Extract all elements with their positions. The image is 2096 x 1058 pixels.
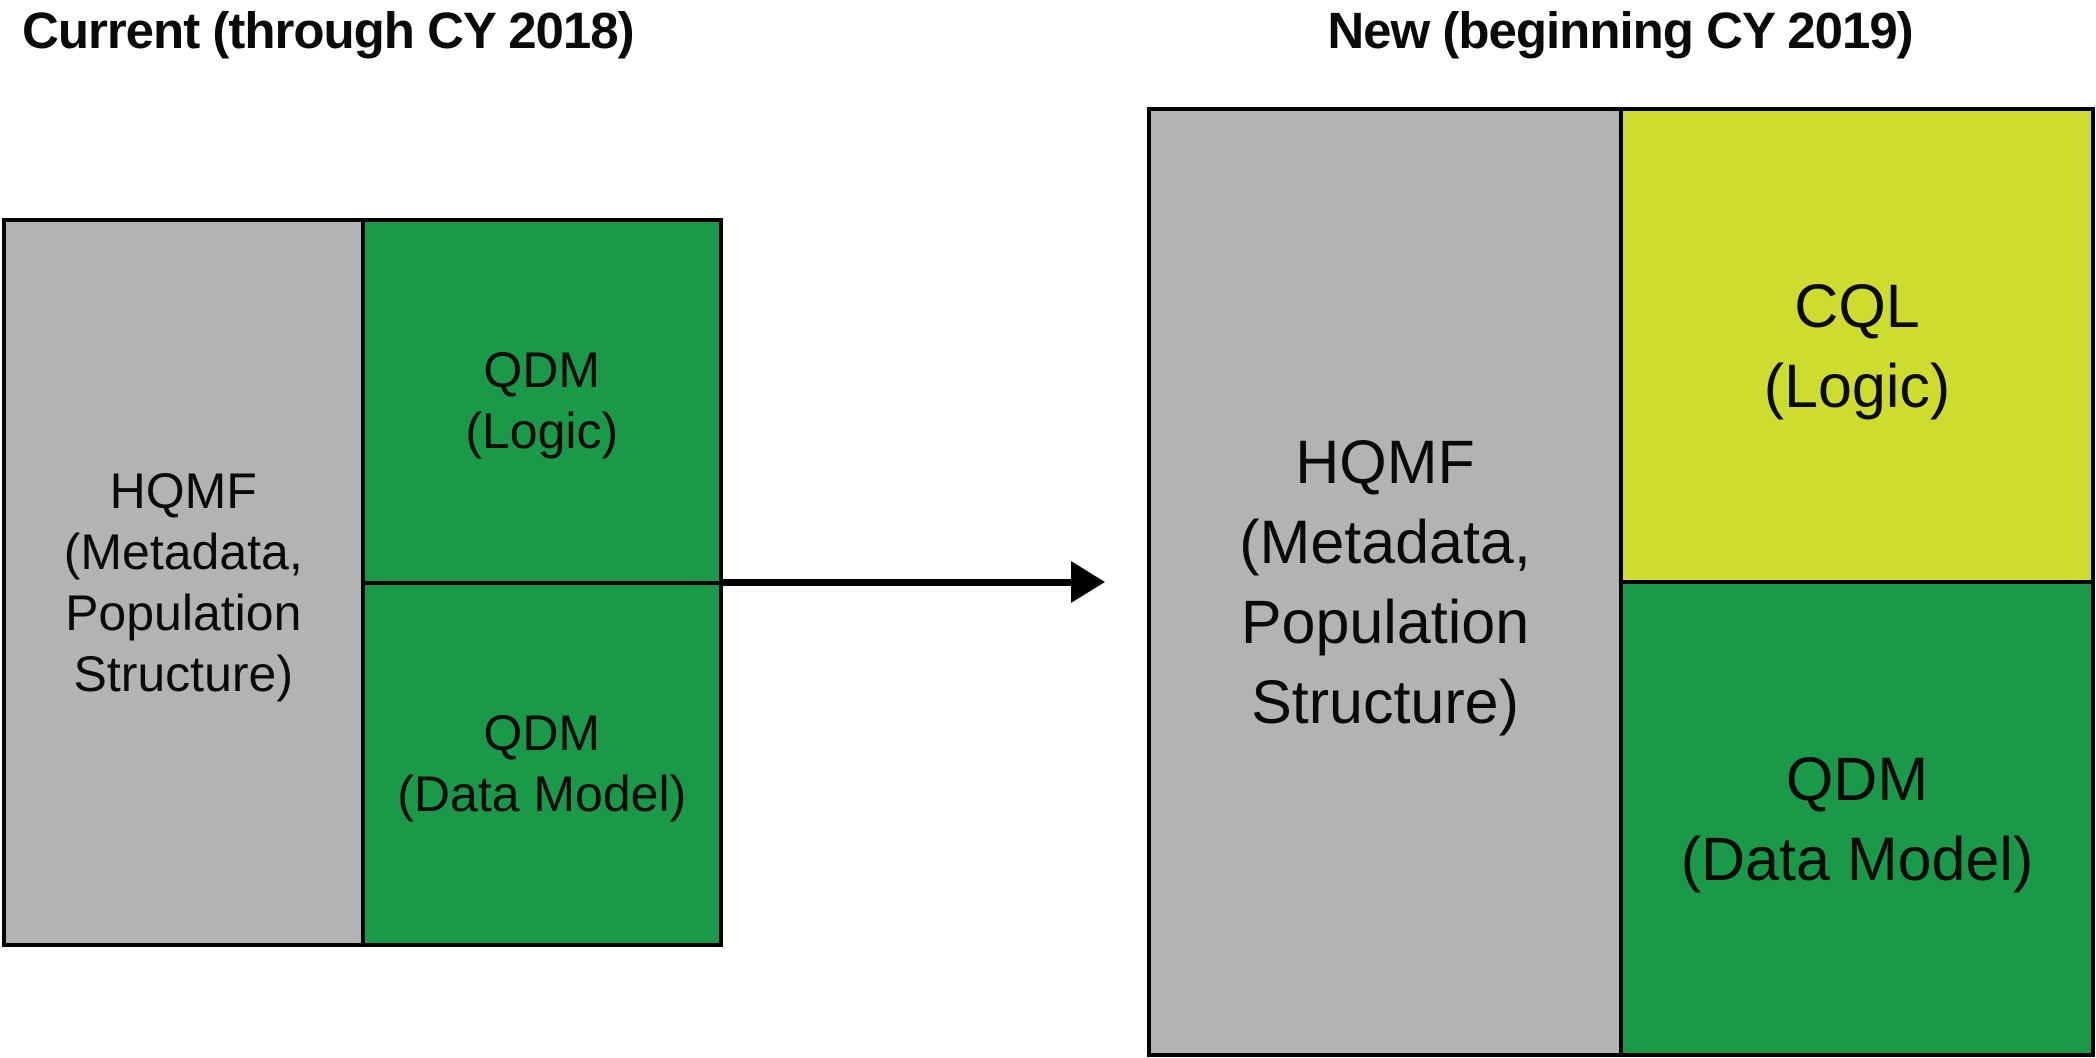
- new-title: New (beginning CY 2019): [1327, 2, 1913, 59]
- arrow-head: [1071, 561, 1105, 603]
- new-cql-logic-label: CQL (Logic): [1763, 271, 1951, 420]
- current-qdm-data-model-box: QDM (Data Model): [364, 584, 719, 943]
- current-qdm-logic-label: QDM (Logic): [465, 342, 619, 460]
- current-hqmf-box: HQMF (Metadata, Population Structure): [6, 222, 361, 943]
- current-qdm-data-model-label: QDM (Data Model): [397, 704, 687, 822]
- current-hqmf-label: HQMF (Metadata, Population Structure): [63, 462, 303, 702]
- arrow-line: [723, 579, 1075, 586]
- new-qdm-data-model-label: QDM (Data Model): [1680, 744, 2034, 893]
- new-cql-logic-box: CQL (Logic): [1623, 111, 2091, 580]
- new-hqmf-box: HQMF (Metadata, Population Structure): [1151, 111, 1619, 1053]
- new-hqmf-label: HQMF (Metadata, Population Structure): [1239, 428, 1531, 736]
- new-qdm-data-model-box: QDM (Data Model): [1623, 584, 2091, 1053]
- right-arrow-icon: [723, 561, 1105, 603]
- current-title: Current (through CY 2018): [22, 2, 635, 59]
- current-qdm-logic-box: QDM (Logic): [364, 222, 719, 581]
- current-diagram: HQMF (Metadata, Population Structure) QD…: [2, 218, 723, 947]
- new-diagram: HQMF (Metadata, Population Structure) CQ…: [1147, 107, 2095, 1057]
